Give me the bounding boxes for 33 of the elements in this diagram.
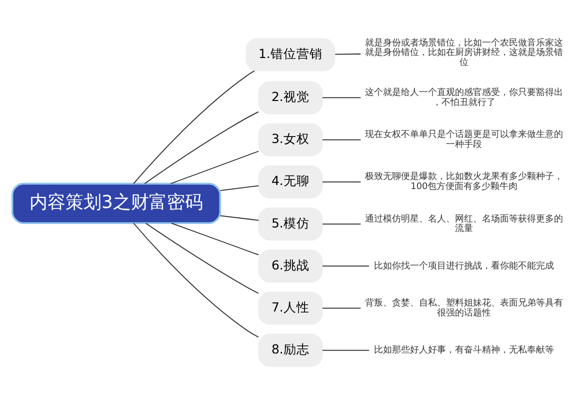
node-text: 就是身份或者场景错位，比如一个农民做音乐家这就是身份错位，比如在厨房讲财经，这就是场景错位 (365, 38, 564, 68)
connector (145, 222, 259, 294)
connector (170, 150, 260, 184)
node-box: 2.视觉 (258, 80, 323, 114)
connector (322, 223, 362, 224)
node-box: 4.无聊 (258, 164, 323, 198)
node-text: 极致无聊便是爆款，比如数火龙果有多少颗种子，100包方便面有多少颗牛肉 (365, 172, 564, 192)
connector (322, 265, 370, 266)
connector (322, 138, 362, 140)
node-box: 5.模仿 (258, 206, 323, 240)
connector (322, 96, 362, 98)
connector (171, 222, 260, 255)
connector (133, 70, 255, 184)
node-text: 比如你找一个项目进行挑战，看你能不能完成 (374, 260, 554, 271)
node-box: 7.人性 (258, 291, 323, 324)
connector (220, 184, 260, 191)
node-text: 现在女权不单单只是个话题更是可以拿来做生意的一种手段 (365, 130, 564, 150)
connector (220, 214, 260, 220)
connector (144, 110, 259, 184)
node-text: 通过模仿明星、名人、网红、名场面等获得更多的流量 (365, 214, 564, 234)
connector (334, 53, 362, 54)
node-box: 1.错位营销 (246, 38, 336, 71)
node-text: 背叛、贪婪、自私、塑料姐妹花、表面兄弟等具有很强的话题性 (365, 298, 564, 318)
node-text: 比如那些好人好事，有奋斗精神，无私奉献等 (374, 345, 554, 356)
node-box: 3.女权 (258, 122, 323, 156)
connector (133, 222, 259, 338)
node-box: 6.挑战 (258, 249, 323, 282)
node-box: 8.励志 (258, 333, 323, 366)
connector (322, 307, 362, 308)
node-text: 这个就是给人一个直观的感官感受，你只要豁得出，不怕丑就行了 (365, 88, 564, 108)
node-box: 内容策划3之财富密码 (11, 182, 222, 224)
connector (322, 349, 370, 350)
connector (322, 180, 362, 182)
